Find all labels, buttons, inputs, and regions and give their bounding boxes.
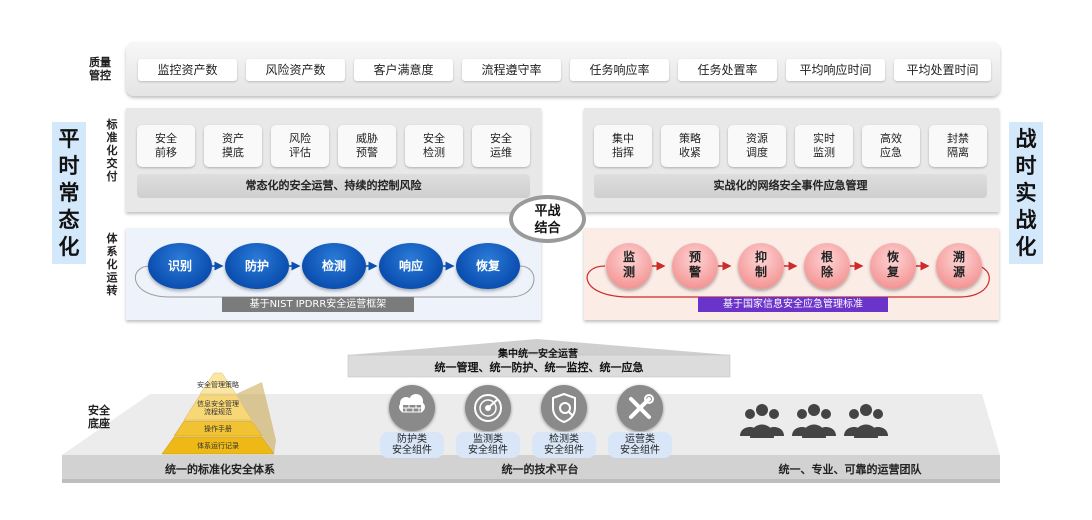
wartime-label: 战 时 实 战 化: [1009, 122, 1043, 264]
chip-resource-dispatch: 资源 调度: [728, 125, 786, 167]
chip-security-detection: 安全 检测: [405, 125, 463, 167]
radar-icon: [465, 385, 511, 431]
step-detect: 检测: [302, 243, 366, 289]
caption-ops-team: 统一、专业、可靠的运营团队: [778, 463, 922, 476]
step-recover: 恢复: [456, 243, 520, 289]
shield-search-icon: [541, 385, 587, 431]
metric-satisfaction: 客户满意度: [354, 59, 453, 81]
protection-component: 防护类 安全组件: [380, 432, 444, 458]
metric-compliance: 流程遵守率: [462, 59, 561, 81]
caption-standard-system: 统一的标准化安全体系: [165, 463, 275, 476]
step-eradicate: 根 除: [804, 243, 850, 289]
chip-policy-tighten: 策略 收紧: [661, 125, 719, 167]
chip-threat-warning: 威胁 预警: [338, 125, 396, 167]
nist-framework-tag: 基于NIST IPDRR安全运营框架: [222, 297, 414, 312]
metric-avg-response: 平均响应时间: [786, 59, 885, 81]
step-trace: 溯 源: [936, 243, 982, 289]
step-identify: 识别: [148, 243, 212, 289]
metric-avg-handling: 平均处置时间: [894, 59, 991, 81]
chip-central-command: 集中 指挥: [594, 125, 652, 167]
chip-efficient-response: 高效 应急: [862, 125, 920, 167]
metric-handling-rate: 任务处置率: [678, 59, 777, 81]
metric-response-rate: 任务响应率: [570, 59, 669, 81]
pyramid-layer-process: 信息安全管理 流程规范: [197, 400, 239, 416]
firewall-icon: [389, 385, 435, 431]
central-ops-subtitle: 统一管理、统一防护、统一监控、统一应急: [434, 361, 644, 374]
step-contain: 抑 制: [738, 243, 784, 289]
operations-label: 体 系 化 运 转: [106, 232, 118, 297]
metric-monitored-assets: 监控资产数: [138, 59, 237, 81]
step-monitor: 监 测: [606, 243, 652, 289]
central-ops-title: 集中统一安全运营: [498, 349, 578, 360]
operations-component: 运营类 安全组件: [608, 432, 672, 458]
metric-risk-assets: 风险资产数: [246, 59, 345, 81]
chip-security-ops: 安全 运维: [472, 125, 530, 167]
detection-component: 检测类 安全组件: [532, 432, 596, 458]
step-protect: 防护: [225, 243, 289, 289]
delivery-label: 标 准 化 交 付: [106, 118, 118, 183]
pyramid-layer-manual: 操作手册: [204, 425, 232, 433]
pyramid-layer-records: 体系运行记录: [197, 442, 239, 450]
chip-realtime-monitor: 实时 监测: [795, 125, 853, 167]
chip-risk-assessment: 风险 评估: [271, 125, 329, 167]
chip-asset-survey: 资产 摸底: [204, 125, 262, 167]
step-warn: 预 警: [672, 243, 718, 289]
step-respond: 响应: [379, 243, 443, 289]
tools-icon: [617, 385, 663, 431]
national-standard-tag: 基于国家信息安全应急管理标准: [698, 297, 888, 312]
peacetime-label: 平 时 常 态 化: [52, 122, 86, 264]
pyramid-layer-policy: 安全管理策略: [197, 381, 239, 389]
right-delivery-banner: 实战化的网络安全事件应急管理: [594, 174, 987, 198]
chip-block-isolate: 封禁 隔离: [929, 125, 987, 167]
team-icon: [740, 404, 888, 438]
left-delivery-banner: 常态化的安全运营、持续的控制风险: [137, 174, 530, 198]
step-restore: 恢 复: [870, 243, 916, 289]
peace-war-badge: 平战 结合: [509, 195, 586, 243]
foundation-label: 安全 底座: [88, 404, 110, 430]
monitoring-component: 监测类 安全组件: [456, 432, 520, 458]
caption-tech-platform: 统一的技术平台: [501, 463, 579, 476]
quality-label: 质量 管控: [89, 56, 111, 82]
chip-shift-left: 安全 前移: [137, 125, 195, 167]
